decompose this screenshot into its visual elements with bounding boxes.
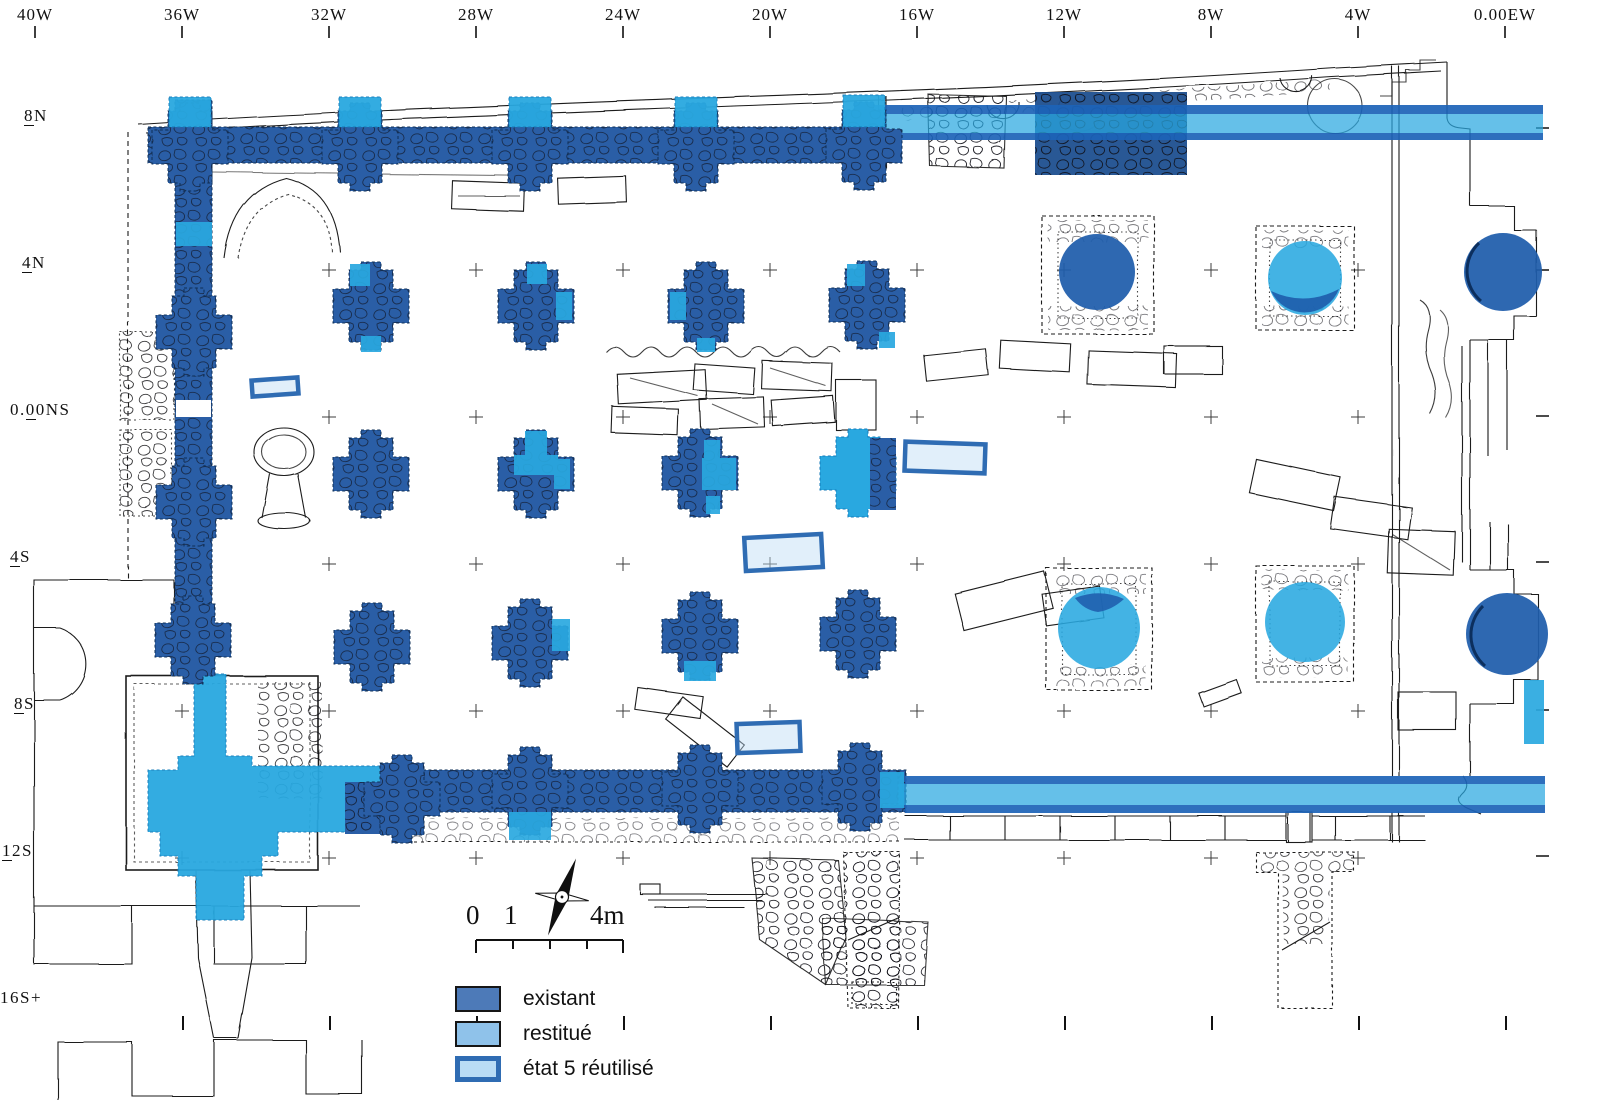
axis-left-label: 8N — [24, 106, 48, 126]
etat5-blocks — [249, 375, 988, 756]
legend-swatch-restitue — [455, 1021, 501, 1047]
axis-bottom-tick — [770, 1016, 772, 1030]
sketch-linework — [33, 59, 1539, 1100]
axis-left-label: 12S — [2, 841, 33, 861]
column-restitue — [1058, 587, 1140, 669]
column-existant — [1059, 234, 1135, 310]
row-4s-piers — [154, 589, 897, 692]
north-arrow-icon — [535, 858, 589, 936]
axis-top-label: 12W — [1045, 5, 1083, 24]
legend-swatch-existant — [455, 986, 501, 1012]
axis-top-label: 8W — [1197, 5, 1225, 24]
axis-top-label: 40W — [16, 5, 54, 24]
restitue-patch — [176, 222, 212, 246]
axis-bottom-tick — [1505, 1016, 1507, 1030]
axis-bottom-tick — [623, 1016, 625, 1030]
axis-top-label: 4W — [1344, 5, 1372, 24]
axis-top-label: 16W — [898, 5, 936, 24]
axis-left-label: 0.00NS — [10, 400, 71, 420]
axis-top-label: 20W — [751, 5, 789, 24]
south-piers — [363, 680, 1544, 844]
axis-bottom-tick — [1211, 1016, 1213, 1030]
column-restitue — [1265, 582, 1345, 662]
axis-bottom-tick — [329, 1016, 331, 1030]
axis-bottom-tick — [1064, 1016, 1066, 1030]
row-4n-piers — [332, 260, 906, 352]
legend-label: état 5 réutilisé — [523, 1057, 654, 1080]
legend-item-existant: existant — [455, 986, 595, 1012]
south-restitue-band — [862, 776, 1545, 813]
scale-label-4m: 4m — [590, 900, 625, 930]
legend-swatch-etat5 — [455, 1056, 501, 1082]
grid-top-ticks — [34, 26, 1506, 38]
grid-right-dashes — [1536, 127, 1549, 857]
axis-bottom-tick — [1358, 1016, 1360, 1030]
west-wall-existant — [174, 99, 213, 663]
north-piers — [151, 94, 903, 192]
axis-left-label: 16S+ — [0, 988, 43, 1007]
axis-top-label: 28W — [457, 5, 495, 24]
legend-item-etat5: état 5 réutilisé — [455, 1056, 654, 1082]
axis-top-label: 24W — [604, 5, 642, 24]
scale-label-1: 1 — [504, 900, 518, 930]
column-existant — [1464, 233, 1542, 311]
legend-label: restitué — [523, 1022, 592, 1045]
column-circles — [1058, 233, 1548, 675]
axis-top-label: 32W — [310, 5, 348, 24]
restitue-large-pier — [147, 673, 399, 921]
scale-ruler — [475, 939, 624, 953]
row-0ns-piers — [332, 428, 897, 519]
axis-bottom-tick — [182, 1016, 184, 1030]
legend-item-restitue: restitué — [455, 1021, 592, 1047]
north-restitue-band — [868, 105, 1543, 140]
scale-label-0: 0 — [466, 900, 480, 930]
blue-structures — [147, 92, 1548, 921]
axis-bottom-tick — [917, 1016, 919, 1030]
column-existant — [1466, 593, 1548, 675]
axis-top-label: 0.00EW — [1473, 5, 1537, 24]
legend-label: existant — [523, 987, 596, 1010]
axis-left-label: 8S — [14, 694, 35, 714]
axis-top-label: 36W — [163, 5, 201, 24]
axis-left-label: 4N — [22, 253, 46, 273]
axis-left-label: 4S — [10, 547, 31, 567]
